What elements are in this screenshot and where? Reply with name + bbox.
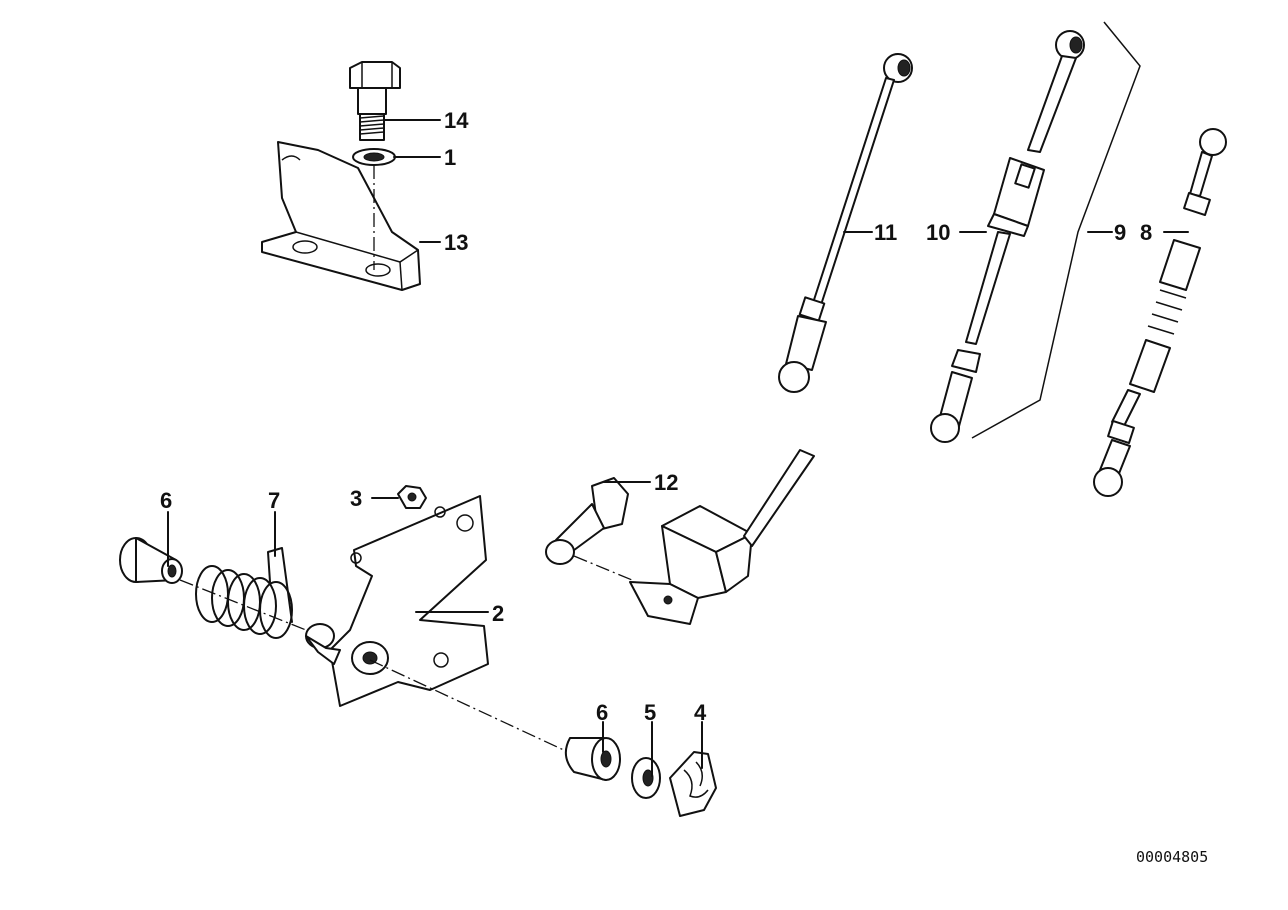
sleeve-left-part [119, 537, 183, 584]
callout-1: 1 [444, 145, 456, 170]
reference-number: 00004805 [1136, 848, 1208, 866]
callout-10: 10 [926, 220, 950, 245]
clip-part [669, 751, 717, 817]
callout-4: 4 [694, 700, 707, 725]
rod-10-part [930, 30, 1085, 443]
washer-part [352, 148, 396, 166]
callout-3: 3 [350, 486, 362, 511]
linkage-part [545, 449, 815, 625]
callout-6-right: 6 [596, 700, 608, 725]
callout-5: 5 [644, 700, 656, 725]
pin-part [305, 623, 341, 665]
callout-14: 14 [444, 108, 469, 133]
lever-plate-part [329, 495, 489, 707]
bracket-part [261, 141, 421, 291]
callout-6-left: 6 [160, 488, 172, 513]
nut-part [397, 485, 427, 509]
callout-13: 13 [444, 230, 468, 255]
bolt-part [349, 61, 401, 141]
callout-7: 7 [268, 488, 280, 513]
callout-12: 12 [654, 470, 678, 495]
callout-11: 11 [874, 220, 897, 245]
sleeve-right-part [564, 737, 621, 781]
rod-8-part [1093, 128, 1227, 497]
rod-11-part [778, 53, 913, 393]
callout-2: 2 [492, 601, 504, 626]
rod-9-bracket [971, 21, 1141, 439]
callout-8: 8 [1140, 220, 1152, 245]
callout-9: 9 [1114, 220, 1126, 245]
washer-5-part [631, 757, 661, 799]
spring-part [195, 547, 293, 639]
